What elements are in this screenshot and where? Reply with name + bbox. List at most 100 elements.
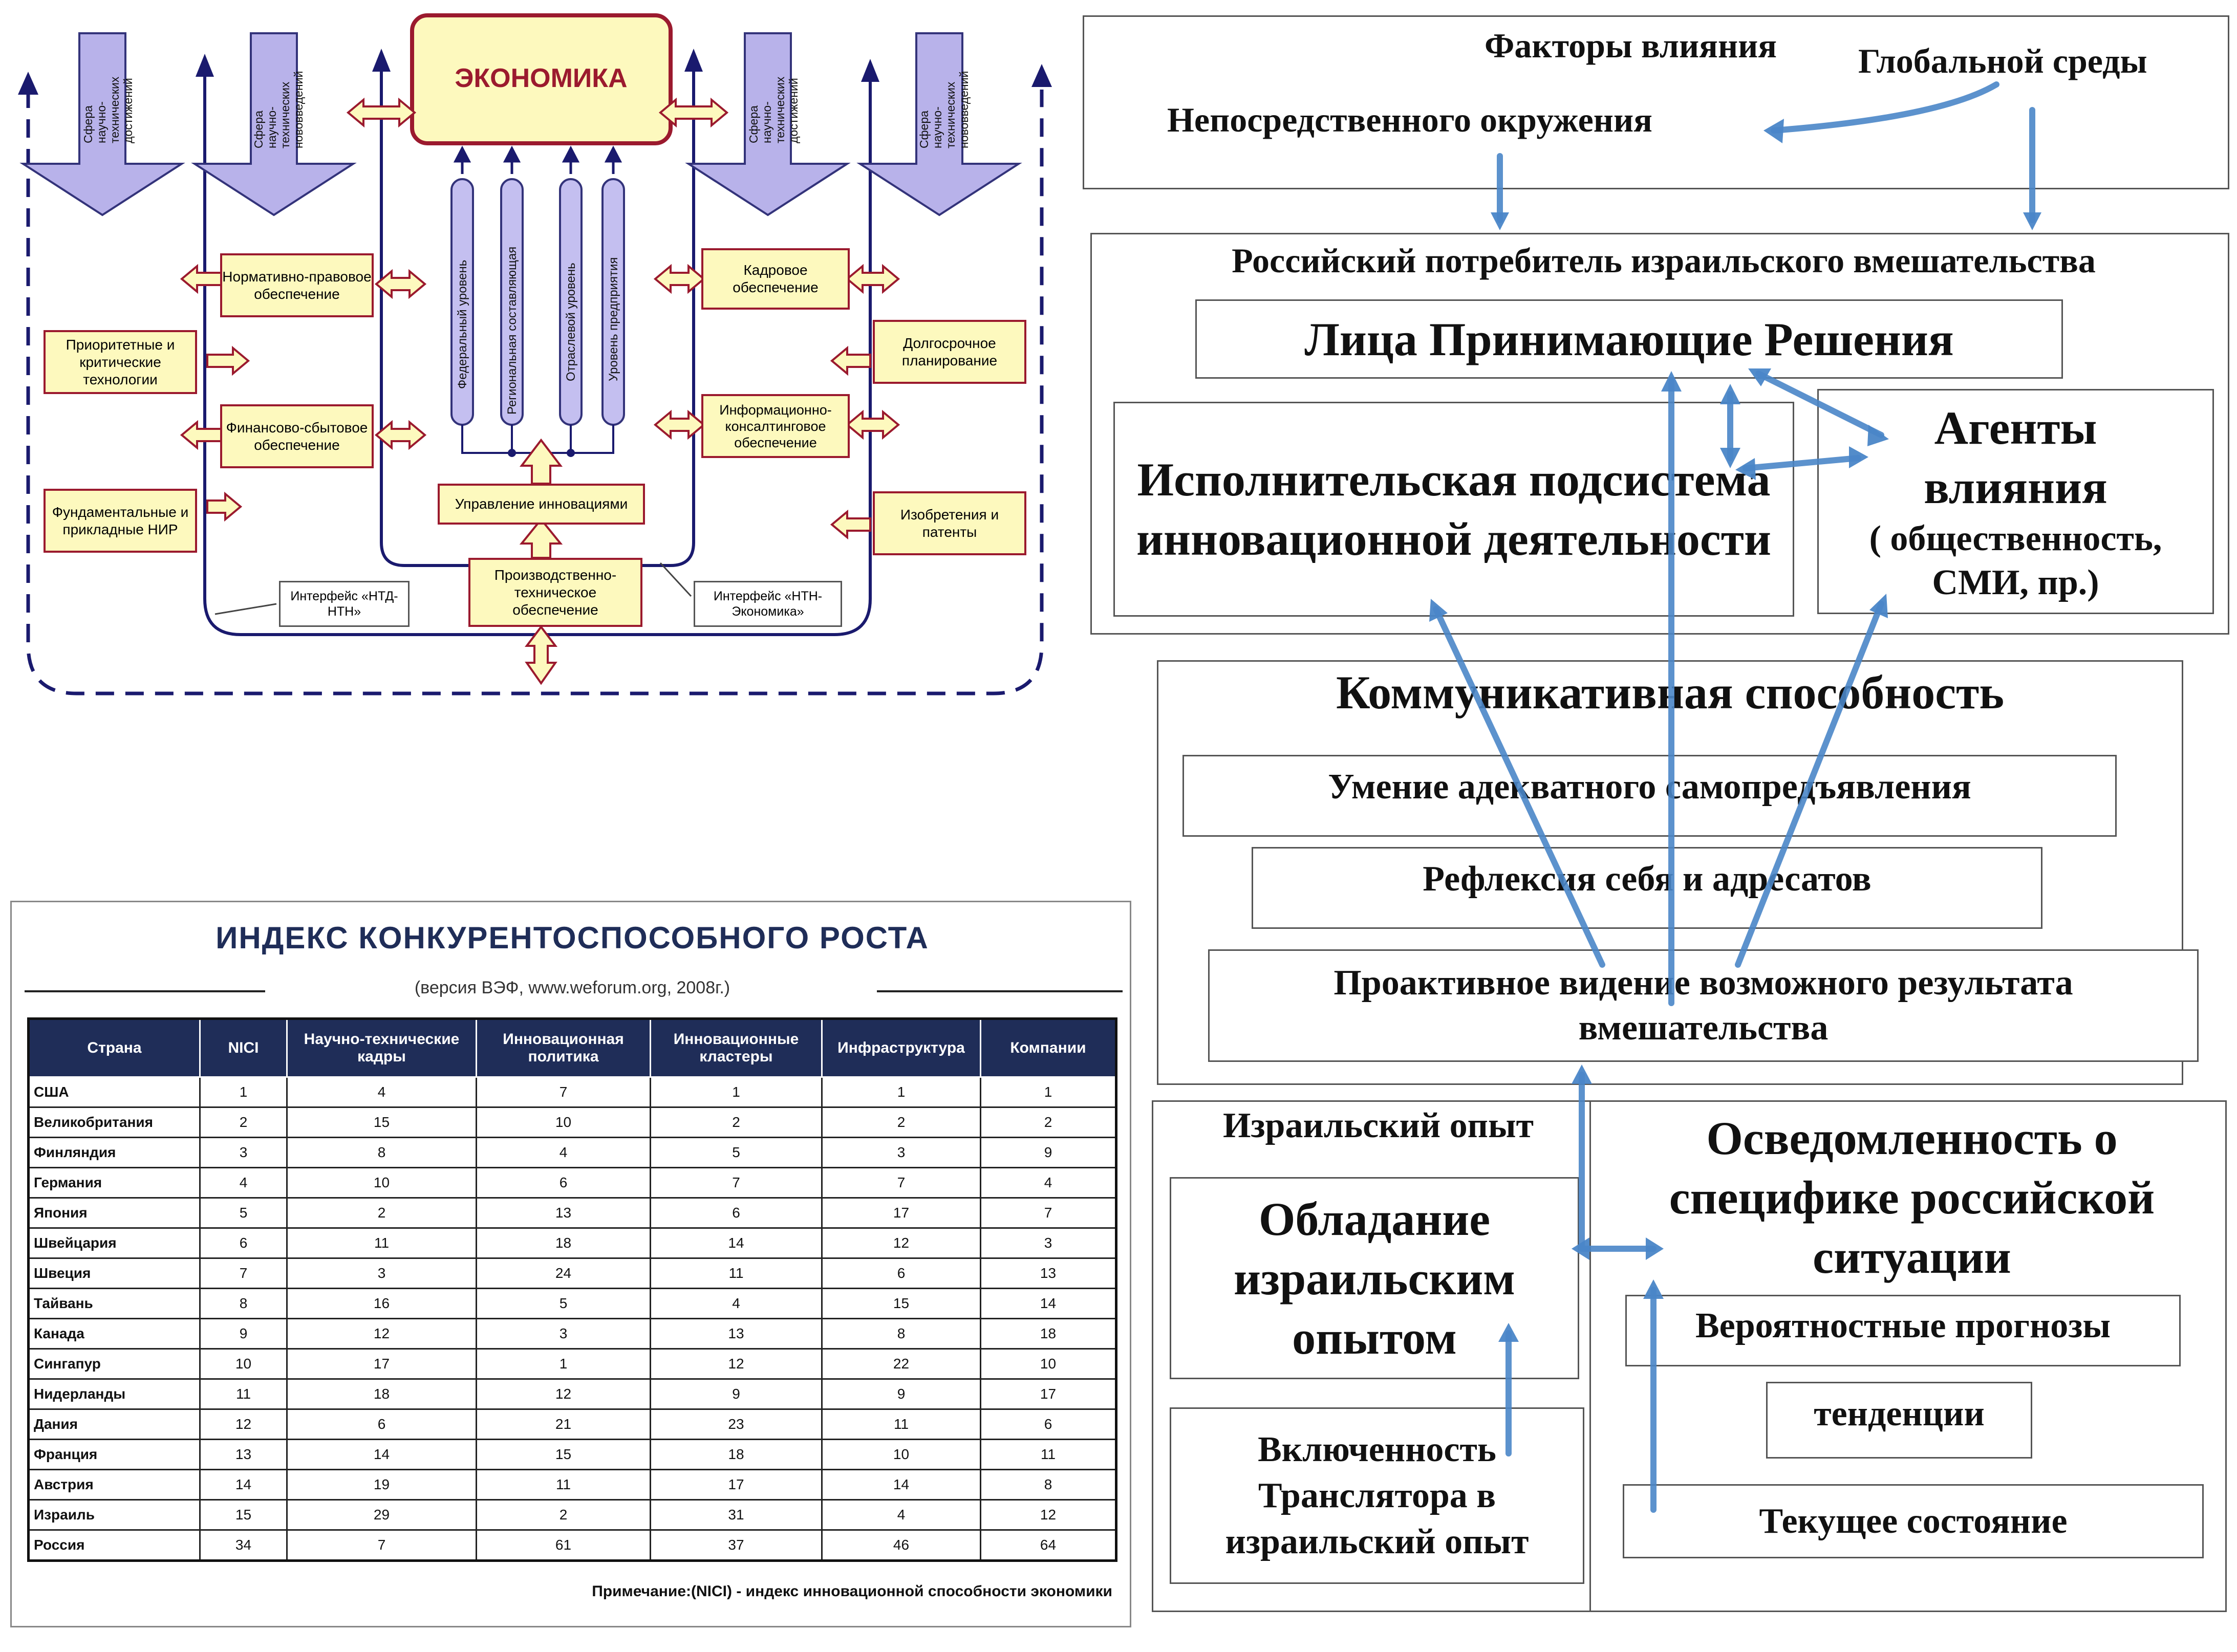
index-note: Примечание:(NICI) - индекс инновационной… — [592, 1583, 1112, 1600]
box-priority-label: Приоритетные и критические технологии — [66, 336, 175, 387]
agents-subtitle: ( общественность, СМИ, пр.) — [1869, 519, 2162, 602]
box-interface-left-label: Интерфейс «НТД-НТН» — [290, 589, 398, 619]
rank-cell: 3 — [476, 1318, 651, 1350]
rank-cell: 17 — [821, 1197, 981, 1229]
forecasts-label: Вероятностные прогнозы — [1695, 1306, 2111, 1345]
rank-cell: 14 — [980, 1288, 1117, 1319]
factors-box — [1083, 15, 2229, 189]
rank-cell: 29 — [286, 1499, 477, 1531]
rank-cell: 23 — [650, 1408, 823, 1440]
country-cell: Германия — [28, 1167, 201, 1199]
country-cell: Нидерланды — [28, 1378, 201, 1410]
rank-cell: 6 — [980, 1408, 1117, 1440]
consumer-label: Российский потребитель израильского вмеш… — [1232, 241, 2096, 280]
rank-cell: 13 — [199, 1439, 288, 1470]
rank-cell: 15 — [199, 1499, 288, 1531]
rank-cell: 11 — [476, 1469, 651, 1501]
rank-cell: 22 — [821, 1348, 981, 1380]
rank-cell: 1 — [650, 1076, 823, 1108]
rank-cell: 10 — [199, 1348, 288, 1380]
rank-cell: 3 — [821, 1137, 981, 1168]
box-patents: Изобретения и патенты — [873, 491, 1026, 555]
header-cell: Научно-технические кадры — [286, 1018, 477, 1078]
svg-text:Сферанаучно-техническихнововве: Сферанаучно-техническихнововведений — [252, 71, 305, 148]
country-cell: Израиль — [28, 1499, 201, 1531]
rank-cell: 7 — [980, 1197, 1117, 1229]
rank-cell: 9 — [199, 1318, 288, 1350]
svg-text:Сферанаучно-техническихдостиже: Сферанаучно-техническихдостижений — [747, 76, 800, 143]
index-rule-right — [877, 990, 1123, 992]
rank-cell: 4 — [286, 1076, 477, 1108]
immediate-env-label: Непосредственного окружения — [1167, 100, 1652, 139]
rank-cell: 13 — [476, 1197, 651, 1229]
rank-cell: 12 — [199, 1408, 288, 1440]
box-fundamental: Фундаментальные и прикладные НИР — [44, 489, 197, 553]
box-fundamental-label: Фундаментальные и прикладные НИР — [52, 504, 189, 537]
rank-cell: 6 — [650, 1197, 823, 1229]
box-normative-label: Нормативно-правовое обеспечение — [222, 268, 372, 302]
rank-cell: 8 — [199, 1288, 288, 1319]
header-cell: Инновационная политика — [476, 1018, 651, 1078]
rank-cell: 14 — [199, 1469, 288, 1501]
rank-cell: 3 — [286, 1257, 477, 1289]
rank-cell: 9 — [980, 1137, 1117, 1168]
current-state-box: Текущее состояние — [1623, 1484, 2204, 1558]
arrow-right-diagonal — [1735, 601, 1884, 968]
box-priority: Приоритетные и критические технологии — [44, 330, 197, 394]
box-production: Производственно-техническое обеспечение — [468, 558, 642, 627]
country-cell: Финляндия — [28, 1137, 201, 1168]
global-env-label: Глобальной среды — [1858, 41, 2147, 80]
rank-cell: 4 — [199, 1167, 288, 1199]
israeli-experience-label: Израильский опыт — [1222, 1106, 1534, 1145]
rank-cell: 10 — [821, 1439, 981, 1470]
rank-cell: 1 — [821, 1076, 981, 1108]
country-cell: Тайвань — [28, 1288, 201, 1319]
box-financial: Финансово-сбытовое обеспечение — [220, 404, 374, 468]
rank-cell: 1 — [199, 1076, 288, 1108]
box-management-label: Управление инновациями — [455, 496, 628, 512]
rank-cell: 9 — [821, 1378, 981, 1410]
trends-box: тенденции — [1766, 1382, 2032, 1459]
level-label-1: Федеральный уровень — [456, 260, 469, 389]
header-cell: Компании — [980, 1018, 1117, 1078]
box-financial-label: Финансово-сбытовое обеспечение — [226, 419, 368, 453]
rank-cell: 6 — [286, 1408, 477, 1440]
box-production-label: Производственно-техническое обеспечение — [494, 567, 617, 618]
agents-title: Агенты влияния — [1924, 402, 2107, 513]
rank-cell: 14 — [821, 1469, 981, 1501]
skill-self-presentation-box: Умение адекватного самопредъявления — [1182, 755, 2117, 837]
header-cell: Инновационные кластеры — [650, 1018, 823, 1078]
rank-cell: 11 — [286, 1227, 477, 1259]
current-state-label: Текущее состояние — [1759, 1501, 2068, 1541]
skill-proactive-box: Проактивное видение возможного результат… — [1208, 949, 2199, 1062]
rank-cell: 15 — [476, 1439, 651, 1470]
inclusion-label: Включенность Транслятора в израильский о… — [1225, 1429, 1529, 1561]
rank-cell: 17 — [980, 1378, 1117, 1410]
arrow1-text-line1: Сфера — [81, 105, 95, 143]
rank-cell: 2 — [476, 1499, 651, 1531]
country-cell: Япония — [28, 1197, 201, 1229]
country-cell: Великобритания — [28, 1106, 201, 1138]
economy-box — [410, 13, 673, 145]
rank-cell: 13 — [980, 1257, 1117, 1289]
box-normative: Нормативно-правовое обеспечение — [220, 253, 374, 317]
header-cell: NICI — [199, 1018, 288, 1078]
agents-box: Агенты влияния ( общественность, СМИ, пр… — [1817, 389, 2214, 614]
rank-cell: 4 — [476, 1137, 651, 1168]
header-cell: Инфраструктура — [821, 1018, 981, 1078]
rank-cell: 8 — [980, 1469, 1117, 1501]
rank-cell: 7 — [476, 1076, 651, 1108]
influence-diagram: Факторы влияния Глобальной среды Непосре… — [1070, 0, 2237, 1652]
box-info-consulting: Информационно-консалтинговое обеспечение — [701, 394, 850, 458]
country-cell: Канада — [28, 1318, 201, 1350]
country-cell: США — [28, 1076, 201, 1108]
rank-cell: 17 — [650, 1469, 823, 1501]
rank-cell: 21 — [476, 1408, 651, 1440]
